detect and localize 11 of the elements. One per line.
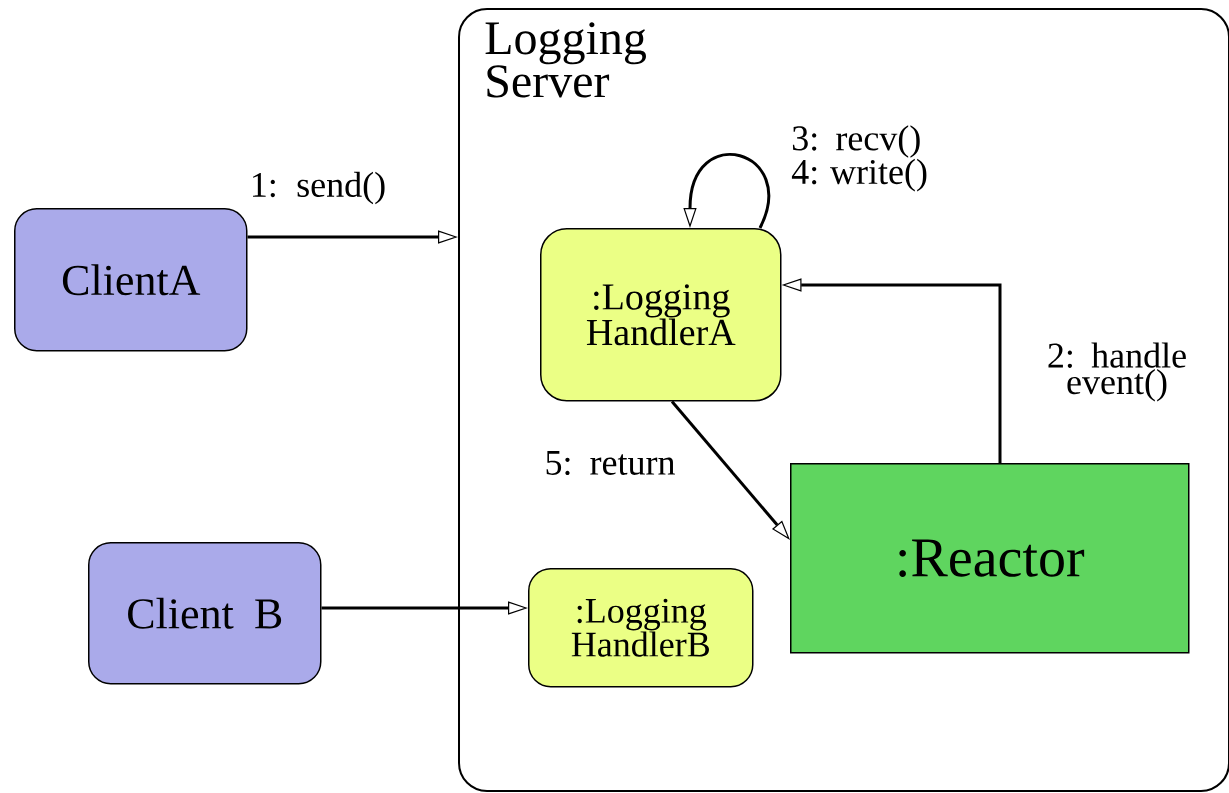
arrow	[683, 153, 771, 229]
object-box: ClientA	[14, 208, 248, 352]
edge-label: 3: recv() 4: write()	[791, 125, 927, 192]
arrow	[670, 400, 790, 540]
edge-label: 5: return	[546, 450, 675, 476]
object-box: :Logging HandlerA	[540, 228, 782, 402]
edge-label: 1: send()	[253, 171, 385, 205]
object-box: :Logging HandlerB	[528, 568, 754, 688]
edge-label: 2: handle event()	[1048, 342, 1186, 402]
object-box: Client B	[88, 542, 322, 685]
object-box: :Reactor	[790, 463, 1190, 654]
